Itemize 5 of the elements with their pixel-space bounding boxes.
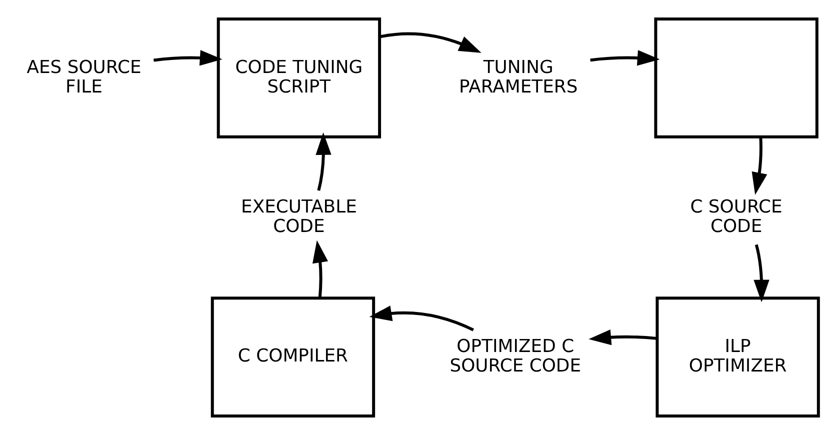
node-text: C SOURCE CODE (690, 196, 782, 237)
node-text: EXECUTABLE CODE (241, 196, 357, 237)
node-text: OPTIMIZED C SOURCE CODE (450, 336, 582, 376)
node-text: AES SOURCE FILE (26, 56, 142, 98)
node-text: TUNING PARAMETERS (459, 56, 578, 98)
